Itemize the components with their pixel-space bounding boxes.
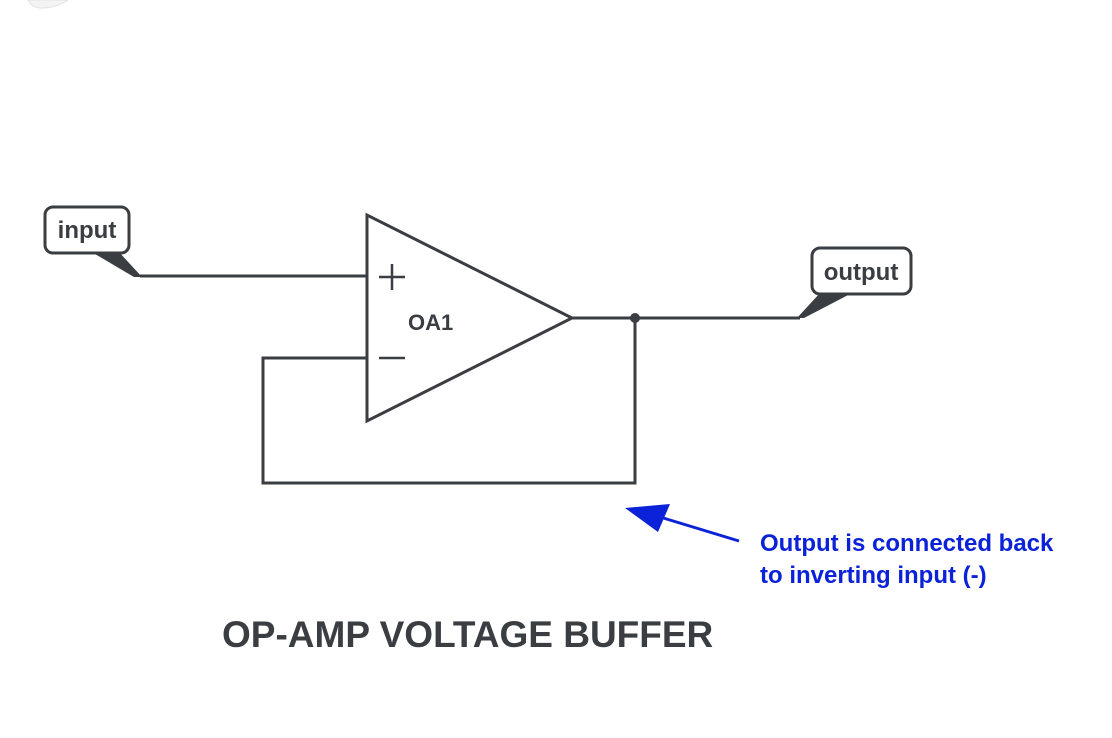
opamp-symbol: [365, 212, 576, 424]
input-flag-label: input: [58, 217, 117, 244]
opamp-label: OA1: [408, 310, 453, 335]
input-flag-pointer: [90, 251, 142, 277]
input-flag-box: [43, 205, 131, 255]
annotation-line-1: Output is connected back: [760, 530, 1054, 557]
feedback-wire: [261, 318, 637, 485]
corner-fragment: [27, 0, 69, 9]
output-flag-label: output: [824, 259, 899, 286]
junction-dot: [630, 313, 640, 323]
output-flag-pointer: [797, 293, 852, 318]
output-flag-box: [810, 246, 913, 296]
diagram-title: OP-AMP VOLTAGE BUFFER: [222, 614, 713, 655]
annotation-line-2: to inverting input (-): [760, 562, 987, 589]
annotation-arrow: [625, 504, 740, 543]
non-inverting-sign: [379, 264, 405, 290]
output-flag[interactable]: output: [797, 246, 913, 318]
input-flag[interactable]: input: [43, 205, 142, 277]
